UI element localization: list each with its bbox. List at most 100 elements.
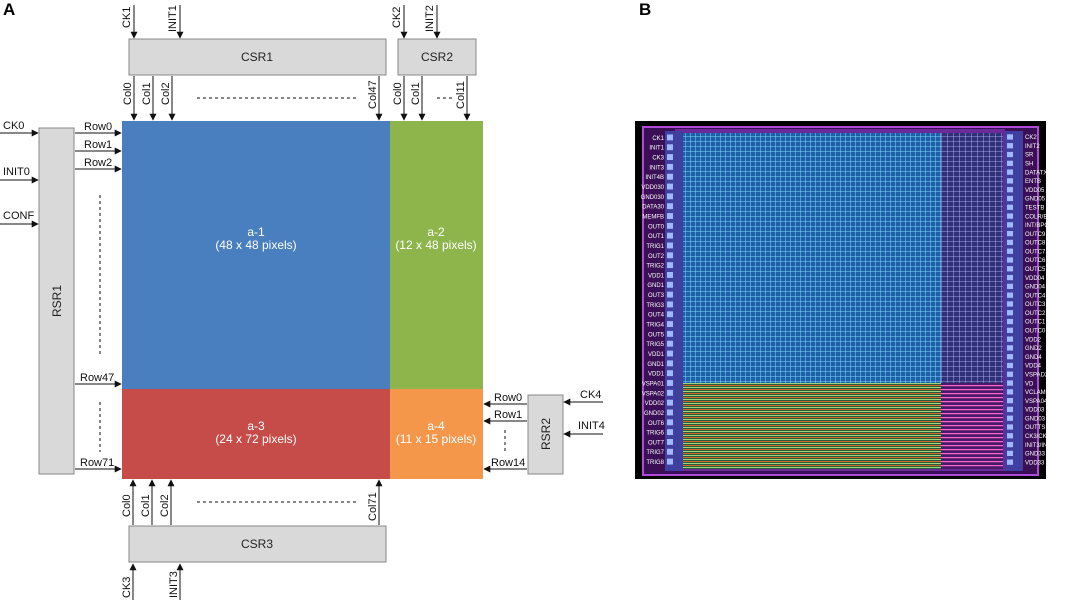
ck2-label: CK2 — [391, 7, 403, 28]
chip-pin-label: GND4 — [1025, 355, 1042, 361]
chip-pin-pad — [1007, 459, 1013, 465]
chip-pin-pad — [1007, 248, 1013, 254]
chip-pin-label: TRIG2 — [646, 264, 664, 270]
panel-b-label: B — [639, 0, 651, 19]
chip-pin-pad — [1007, 283, 1013, 290]
ck0-label: CK0 — [3, 120, 24, 132]
chip-pin-label: GND05 — [1025, 197, 1046, 203]
chip-pin-pad — [1007, 336, 1013, 342]
region-a2 — [390, 121, 483, 389]
csr1-col47-label: Col47 — [367, 80, 379, 109]
chip-pin-pad — [1007, 160, 1013, 166]
chip-pin-label: OUT5 — [648, 332, 665, 338]
chip-pin-label: INT/BPOFF1 — [1025, 223, 1046, 229]
chip-pin-pad — [667, 272, 673, 278]
chip-pin-label: GND04 — [1025, 285, 1046, 291]
csr3-col71-label: Col71 — [367, 492, 379, 521]
chip-pin-pad — [667, 144, 673, 151]
region-a1 — [122, 121, 390, 389]
ck3-label: CK3 — [121, 577, 133, 598]
csr1-col1-label: Col1 — [141, 82, 153, 105]
chip-pin-label: OUTC4 — [1025, 293, 1046, 299]
chip-pin-pad — [1007, 441, 1013, 448]
chip-pin-pad — [667, 370, 673, 377]
chip-pin-label: OUTC0 — [1025, 329, 1046, 335]
conf-label: CONF — [3, 210, 34, 222]
chip-pin-label: OUTC3 — [1025, 302, 1046, 308]
region-a4-size: (11 x 15 pixels) — [396, 432, 476, 446]
chip-pin-pad — [1007, 178, 1013, 184]
chip-pin-label: TRIG1 — [646, 244, 664, 250]
chip-pin-label: INIT3 — [649, 165, 664, 171]
chip-pin-pad — [667, 222, 673, 229]
chip-layout-svg: CK1INIT1CK3INIT3INIT4BVDD030GND030DATA30… — [635, 121, 1046, 479]
chip-pin-pad — [667, 321, 673, 328]
chip-pin-pad — [1007, 362, 1013, 369]
panel-b-label-svg: B — [639, 0, 651, 19]
init4-label: INIT4 — [578, 420, 605, 432]
chip-pin-label: INIT3/INIT4 — [1025, 443, 1046, 449]
csr2-label: CSR2 — [421, 50, 453, 64]
csr2-col11-label: Col11 — [455, 81, 467, 109]
chip-pin-label: OUT2 — [648, 254, 665, 260]
chip-pin-pad — [1007, 415, 1013, 421]
region-a1-size: (48 x 48 pixels) — [215, 238, 296, 252]
rsr1-row0-label: Row0 — [84, 121, 112, 133]
chip-pin-pad — [667, 183, 673, 190]
chip-pin-pad — [667, 213, 673, 219]
chip-pin-pad — [1007, 354, 1013, 360]
region-a2-name: a-2 — [427, 225, 445, 239]
chip-pin-pad — [1007, 389, 1013, 395]
chip-pin-label: TRIG8 — [646, 460, 664, 466]
chip-pin-pad — [667, 360, 673, 367]
rsr1-label: RSR1 — [50, 285, 64, 317]
csr1-label: CSR1 — [241, 50, 273, 64]
chip-pin-pad — [667, 154, 673, 161]
chip-pin-pad — [1007, 345, 1013, 351]
csr3-block: CSR3 — [128, 525, 387, 563]
chip-pin-pad — [1007, 195, 1013, 202]
chip-left-pins: CK1INIT1CK3INIT3INIT4BVDD030GND030DATA30… — [641, 134, 673, 466]
chip-pin-label: VSPAD2 — [1025, 372, 1046, 378]
chip-pin-label: GND03 — [1025, 416, 1046, 422]
chip-pin-pad — [1007, 239, 1013, 246]
region-a3-size: (24 x 72 pixels) — [215, 432, 296, 446]
chip-pin-pad — [667, 173, 673, 180]
chip-pin-pad — [1007, 371, 1013, 377]
chip-pin-label: COLR/BPOFF2 — [1025, 214, 1046, 220]
chip-pin-label: CK1 — [652, 136, 664, 142]
chip-pin-pad — [1007, 204, 1013, 210]
chip-pin-label: VDD2 — [1025, 337, 1042, 343]
chip-pin-label: VDD05 — [1025, 188, 1045, 194]
chip-pin-label: INIT4B — [645, 175, 664, 181]
chip-pin-label: DATA30 — [642, 205, 664, 211]
csr2-col1-label: Col1 — [410, 82, 422, 105]
chip-pin-pad — [1007, 318, 1013, 325]
chip-pin-label: VSPA01 — [642, 381, 665, 387]
chip-pin-pad — [1007, 327, 1013, 333]
chip-pin-label: GND1 — [647, 362, 664, 368]
chip-pin-pad — [1007, 187, 1013, 193]
csr2-block: CSR2 — [397, 38, 477, 76]
chip-pin-label: GND1 — [647, 283, 664, 289]
chip-pin-label: GND33 — [1025, 452, 1046, 458]
chip-pin-pad — [1007, 292, 1013, 298]
chip-pin-label: MEMFB — [642, 214, 664, 220]
chip-pin-pad — [667, 330, 673, 337]
region-a1-name: a-1 — [247, 225, 265, 239]
chip-pin-pad — [667, 311, 673, 318]
rsr1-block: RSR1 — [38, 127, 75, 475]
chip-pin-label: OUTC7 — [1025, 249, 1046, 255]
chip-pin-pad — [1007, 143, 1013, 149]
chip-pin-pad — [667, 399, 673, 406]
chip-pin-label: OUTC6 — [1025, 258, 1046, 264]
chip-pin-label: ENTB — [1025, 179, 1041, 185]
chip-pin-pad — [1007, 151, 1013, 158]
chip-pin-label: TRIG6 — [646, 431, 664, 437]
chip-pin-label: TRIG7 — [646, 450, 664, 456]
chip-pin-pad — [667, 232, 673, 239]
chip-pin-pad — [1007, 433, 1013, 439]
chip-pin-label: VSPA04 — [1025, 399, 1046, 405]
chip-pin-pad — [1007, 274, 1013, 281]
chip-pin-pad — [667, 193, 673, 200]
